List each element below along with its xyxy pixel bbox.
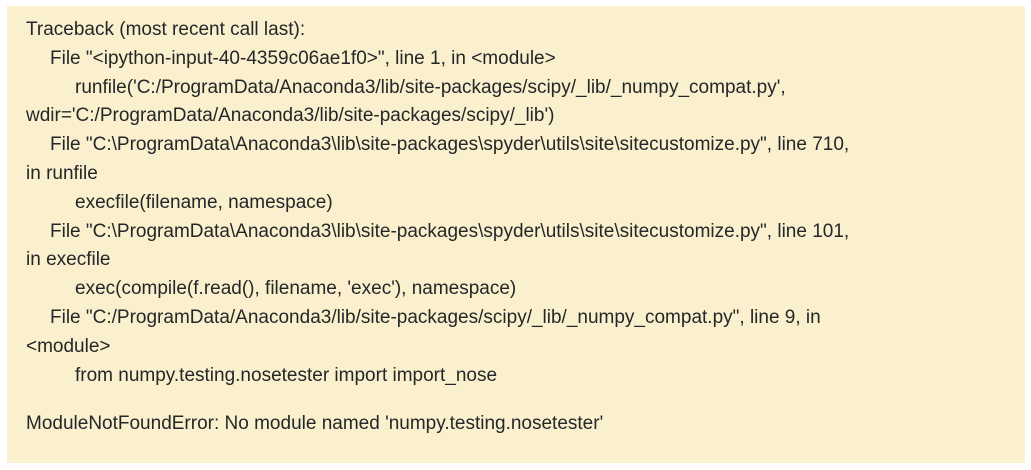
traceback-line: File "C:\ProgramData\Anaconda3\lib\site-… — [50, 220, 850, 242]
traceback-line: <module> — [26, 335, 111, 357]
error-message: ModuleNotFoundError: No module named 'nu… — [26, 413, 604, 435]
traceback-line: in runfile — [26, 162, 98, 184]
traceback-code-block: Traceback (most recent call last): File … — [7, 6, 1025, 463]
traceback-header: Traceback (most recent call last): — [26, 19, 306, 40]
traceback-line: wdir='C:/ProgramData/Anaconda3/lib/site-… — [26, 105, 555, 127]
traceback-line: from numpy.testing.nosetester import imp… — [75, 364, 498, 386]
traceback-line: exec(compile(f.read(), filename, 'exec')… — [75, 278, 517, 300]
blank-gap — [26, 390, 1007, 410]
traceback-line: File "C:\ProgramData\Anaconda3\lib\site-… — [50, 134, 850, 156]
traceback-line: execfile(filename, namespace) — [75, 191, 333, 213]
traceback-line: in execfile — [26, 249, 111, 271]
traceback-line: File "<ipython-input-40-4359c06ae1f0>", … — [50, 47, 556, 69]
traceback-line: runfile('C:/ProgramData/Anaconda3/lib/si… — [75, 76, 786, 98]
traceback-line: File "C:/ProgramData/Anaconda3/lib/site-… — [50, 306, 821, 328]
